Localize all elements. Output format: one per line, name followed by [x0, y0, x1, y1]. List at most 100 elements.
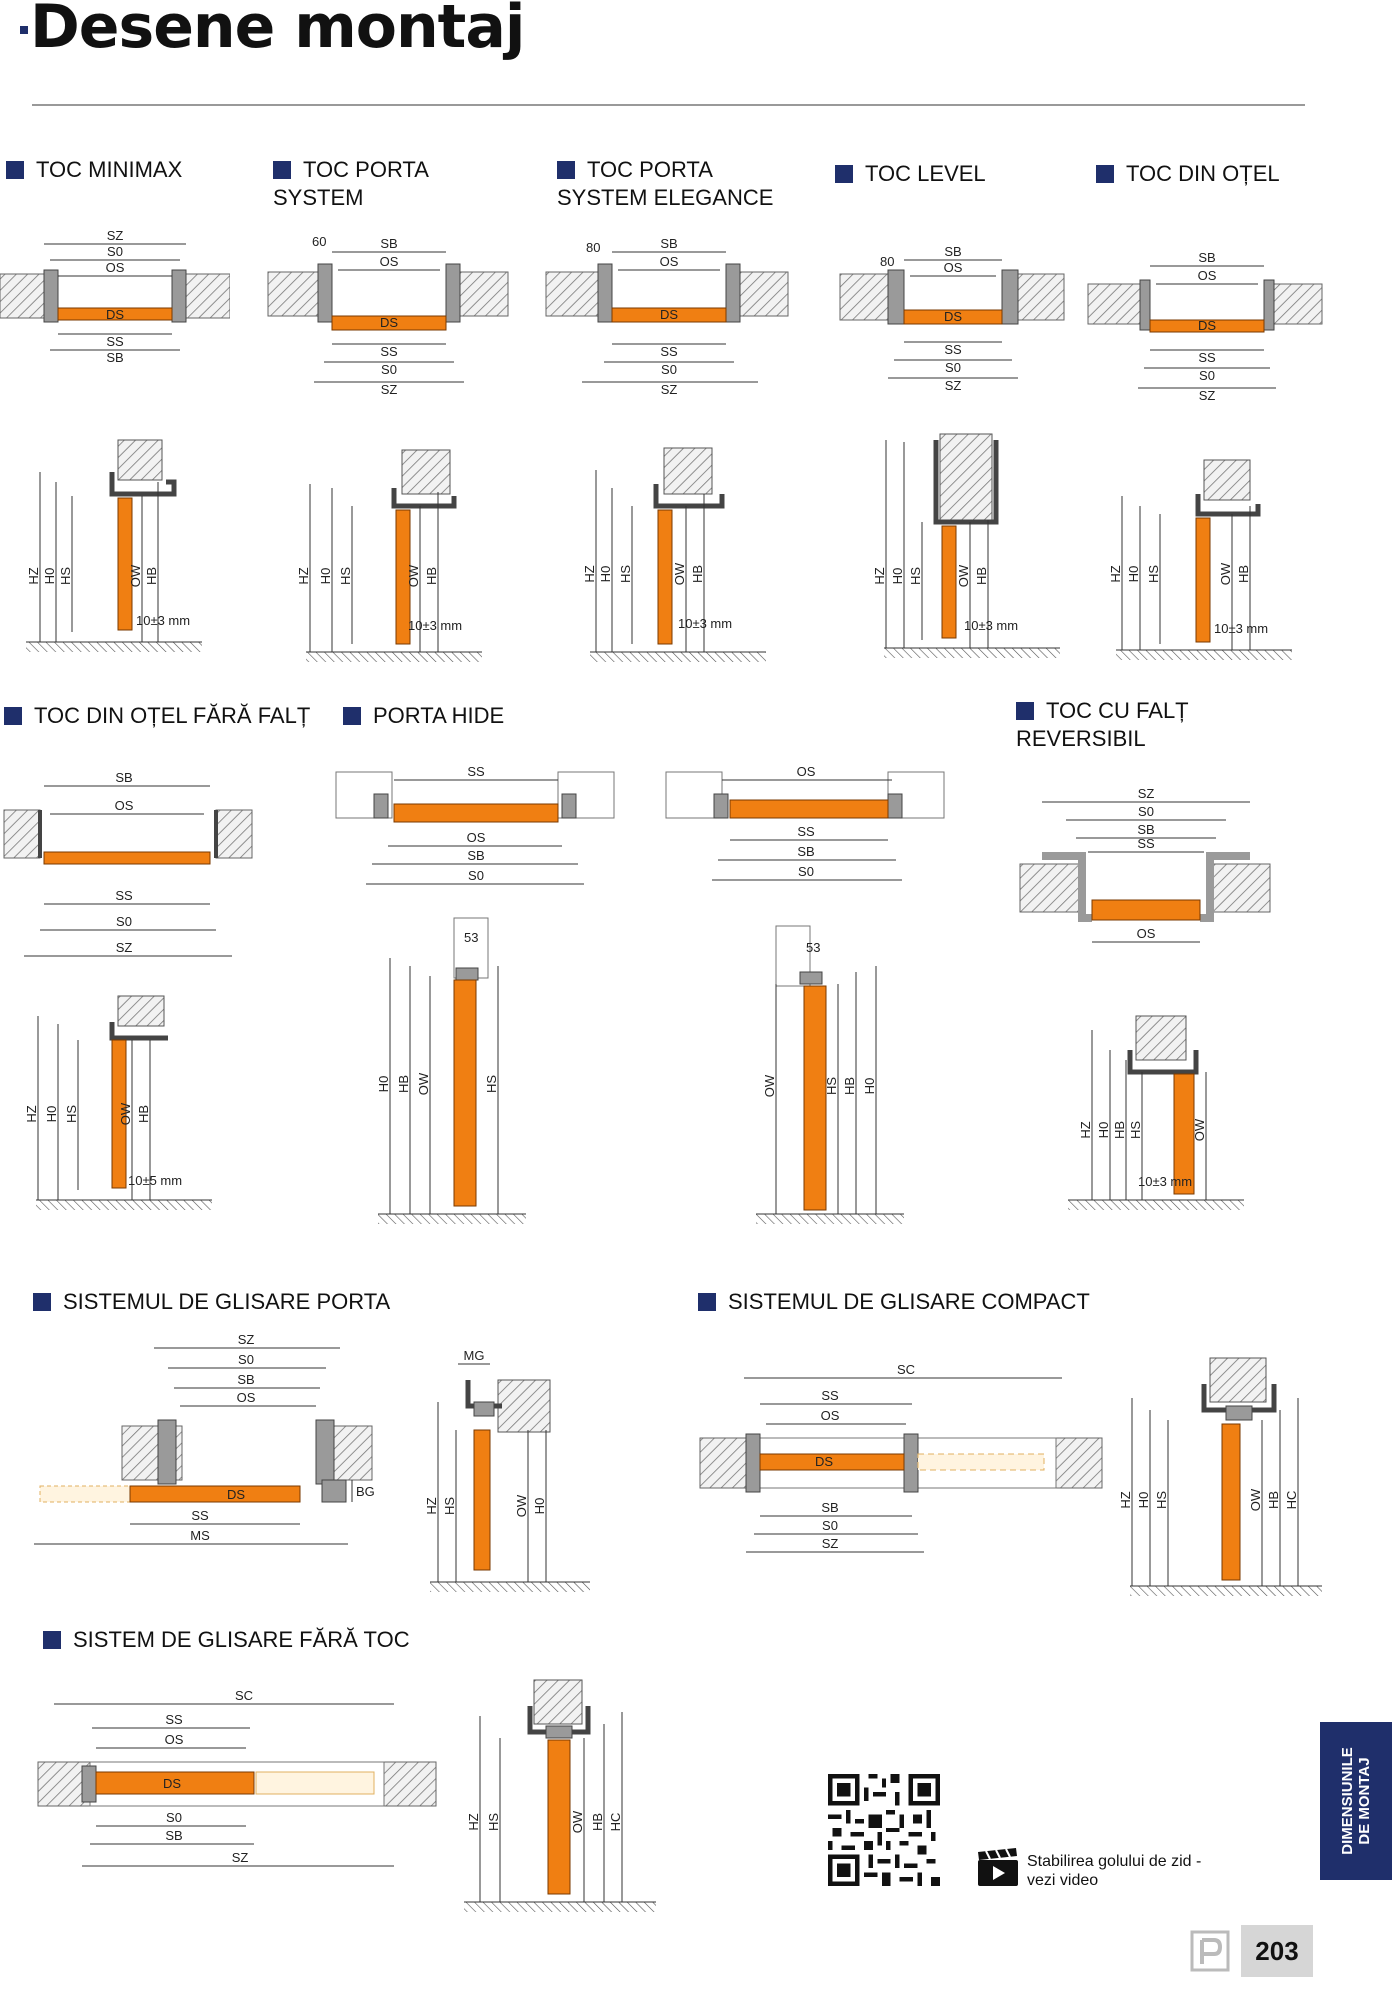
dim-label-sz: SZ	[1138, 786, 1155, 801]
section-bullet	[4, 707, 22, 725]
section-bullet	[835, 165, 853, 183]
dim-label-hb: HB	[1112, 1121, 1127, 1139]
dim-label-sz: SZ	[661, 382, 678, 397]
figure-glisare-compact-plan: SC SS OS DS SB S0 SZ	[699, 1362, 1103, 1553]
dim-label-sb: SB	[1198, 250, 1215, 265]
dim-label-hz: HZ	[1108, 565, 1123, 582]
figure-porta-hide-section-a: H0 HB OW HS 53	[376, 917, 526, 1224]
figure-porta-elegance-section: HZ H0 HS OW HB 10±3 mm	[582, 447, 766, 662]
dim-label-sb: SB	[165, 1828, 182, 1843]
dim-label-ds: DS	[815, 1454, 833, 1469]
gap-label: 10±5 mm	[128, 1173, 182, 1188]
figure-porta-system-plan: SB OS DS SS S0 SZ 60	[267, 234, 509, 397]
dim-label-sb: SB	[467, 848, 484, 863]
dim-label-hs: HS	[618, 565, 633, 583]
figure-level-section: HZ H0 HS OW HB 10±3 mm	[872, 433, 1060, 658]
dim-label-hb: HB	[136, 1105, 151, 1123]
dim-label-ow: OW	[1248, 1488, 1263, 1511]
dim-label-ss: SS	[1198, 350, 1216, 365]
dim-label-sz: SZ	[1199, 388, 1216, 403]
section-title-otel: TOC DIN OȚEL	[1096, 160, 1280, 188]
dim-label-hs: HS	[1154, 1491, 1169, 1509]
section-title-line: TOC PORTA	[587, 157, 713, 182]
video-text-line: vezi video	[1027, 1872, 1099, 1889]
gap-label: 10±3 mm	[408, 618, 462, 633]
side-tab-label: DIMENSIUNILE DE MONTAJ	[1339, 1747, 1373, 1855]
side-tab-line: DIMENSIUNILE	[1339, 1747, 1356, 1855]
dim-label-ow: OW	[672, 562, 687, 585]
dim-label-so: S0	[166, 1810, 182, 1825]
section-title-line: TOC DIN OȚEL	[1126, 161, 1280, 186]
clapperboard-icon[interactable]	[976, 1846, 1020, 1888]
dim-label-ds: DS	[1198, 318, 1216, 333]
section-title-line: SYSTEM ELEGANCE	[557, 185, 774, 210]
gap-label: 10±3 mm	[678, 616, 732, 631]
dim-label-ss: SS	[191, 1508, 209, 1523]
figure-glisare-fara-toc-plan: SC SS OS DS S0 SB SZ	[37, 1688, 437, 1867]
section-title-line: SISTEMUL DE GLISARE PORTA	[63, 1289, 391, 1314]
dim-label-ho: H0	[44, 1106, 59, 1123]
figure-otel-plan: SB OS DS SS S0 SZ	[1087, 250, 1323, 403]
dim-label-hs: HS	[338, 567, 353, 585]
gap-label: 10±3 mm	[964, 618, 1018, 633]
section-title-line: PORTA HIDE	[373, 703, 505, 728]
gap-label: 10±3 mm	[1138, 1174, 1192, 1189]
dim-label-hz: HZ	[24, 1105, 39, 1122]
dim-label-so: S0	[116, 914, 132, 929]
dim-label-hb: HB	[590, 1813, 605, 1831]
section-bullet	[43, 1631, 61, 1649]
dim-label-ss: SS	[797, 824, 815, 839]
section-bullet	[33, 1293, 51, 1311]
figure-falt-reversibil-section: HZ H0 HB HS OW 10±3 mm	[1068, 1015, 1244, 1210]
dim-label-hz: HZ	[466, 1813, 481, 1830]
dim-label-ss: SS	[106, 334, 124, 349]
dim-label-ss: SS	[821, 1388, 839, 1403]
dim-label-sb: SB	[237, 1372, 254, 1387]
dim-label-os: OS	[1198, 268, 1217, 283]
dim-label-hs: HS	[824, 1077, 839, 1095]
dim-label-hz: HZ	[1078, 1121, 1093, 1138]
dim-label-so: S0	[661, 362, 677, 377]
dim-label-sb: SB	[660, 236, 677, 251]
video-link[interactable]: Stabilirea golului de zid - vezi video	[1027, 1852, 1201, 1890]
figure-porta-hide-plan-b: OS SS SB S0	[665, 764, 945, 881]
video-text-line: Stabilirea golului de zid -	[1027, 1853, 1202, 1870]
section-title-line: TOC MINIMAX	[36, 157, 183, 182]
dim-label-os: OS	[660, 254, 679, 269]
dim-label-os: OS	[467, 830, 486, 845]
dim-label-os: OS	[115, 798, 134, 813]
dim-label-sb: SB	[106, 350, 123, 365]
dim-label-ow: OW	[570, 1810, 585, 1833]
dim-label-sz: SZ	[107, 228, 124, 243]
section-title-line: TOC CU FALȚ	[1046, 698, 1189, 723]
dim-label-hs: HS	[484, 1075, 499, 1093]
dim-label-ow: OW	[118, 1102, 133, 1125]
dim-label-sb: SB	[944, 244, 961, 259]
section-bullet	[1096, 165, 1114, 183]
dim-label-ow: OW	[514, 1494, 529, 1517]
dim-label-ow: OW	[1218, 562, 1233, 585]
dim-label-ho: H0	[532, 1498, 547, 1515]
dim-label-hz: HZ	[296, 567, 311, 584]
dim-label-os: OS	[797, 764, 816, 779]
dim-label-hc: HC	[1284, 1491, 1299, 1510]
dim-label-os: OS	[944, 260, 963, 275]
dim-label-sz: SZ	[238, 1334, 255, 1347]
figure-porta-hide-plan-a: SS OS SB S0	[335, 764, 615, 885]
dim-label-so: S0	[468, 868, 484, 883]
dim-label-hs: HS	[1146, 565, 1161, 583]
dim-label-ds: DS	[106, 307, 124, 322]
dim-label-hz: HZ	[872, 567, 887, 584]
dim-label-sb: SB	[821, 1500, 838, 1515]
qr-code[interactable]	[828, 1774, 940, 1886]
section-bullet	[698, 1293, 716, 1311]
dim-label-hb: HB	[1266, 1491, 1281, 1509]
section-bullet	[273, 161, 291, 179]
dim-label-sz: SZ	[116, 940, 133, 955]
dim-label-ow: OW	[956, 564, 971, 587]
dim-label-so: S0	[238, 1352, 254, 1367]
section-title-glisare-fara-toc: SISTEM DE GLISARE FĂRĂ TOC	[43, 1626, 410, 1654]
dim-label-hs: HS	[1128, 1121, 1143, 1139]
